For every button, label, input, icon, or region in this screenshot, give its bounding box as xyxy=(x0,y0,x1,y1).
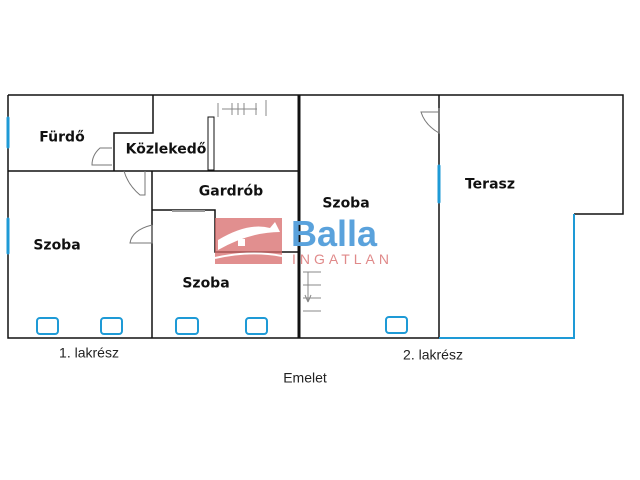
room-label-furdo: Fürdő xyxy=(39,129,85,146)
windows xyxy=(6,116,441,255)
room-label-szoba-2: Szoba xyxy=(182,275,230,292)
watermark-brand: Balla xyxy=(291,213,378,254)
stairs xyxy=(217,100,321,312)
caption-part-2: 2. lakrész xyxy=(403,346,463,363)
watermark-sub: INGATLAN xyxy=(292,251,393,267)
caption-floor: Emelet xyxy=(283,369,327,386)
sliding-door xyxy=(207,116,215,171)
caption-part-1: 1. lakrész xyxy=(59,344,119,361)
room-label-szoba-3: Szoba xyxy=(322,195,370,212)
terrace-railing xyxy=(439,214,575,339)
room-label-gardrob: Gardrób xyxy=(198,183,264,200)
watermark-logo-icon xyxy=(214,218,283,264)
room-label-terasz: Terasz xyxy=(464,176,516,193)
radiators xyxy=(36,316,408,335)
room-label-szoba-1: Szoba xyxy=(33,237,81,254)
doors xyxy=(91,108,440,244)
room-label-kozlekedo: Közlekedő xyxy=(125,141,207,158)
